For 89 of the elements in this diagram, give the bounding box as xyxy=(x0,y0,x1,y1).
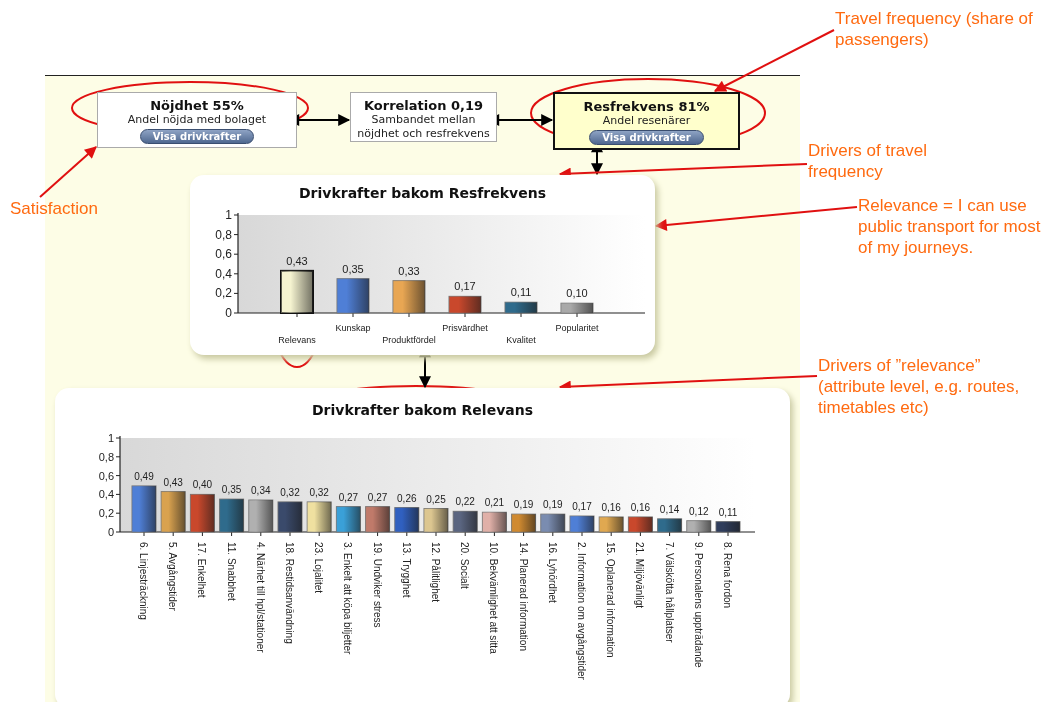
panel-title: Drivkrafter bakom Relevans xyxy=(311,402,534,418)
card-subtitle: Andel nöjda med bolaget xyxy=(127,113,267,127)
tick-label: 1 xyxy=(225,208,232,222)
card-title: Nöjdhet 55% xyxy=(150,98,244,113)
value-label: 0,25 xyxy=(426,493,446,505)
drivers-button: Visa drivkrafter xyxy=(139,129,255,144)
annotation-text: Satisfaction xyxy=(10,198,140,219)
value-label: 0,49 xyxy=(134,470,154,482)
panel-title: Drivkrafter bakom Resfrekvens xyxy=(299,185,546,201)
chart-panel xyxy=(190,175,655,355)
value-label: 0,43 xyxy=(163,476,183,488)
category-label: Kunskap xyxy=(335,323,371,333)
value-label: 0,26 xyxy=(397,492,417,504)
category-label: 9. Personalens uppträdande xyxy=(692,542,704,668)
arrow xyxy=(39,146,97,198)
value-label: 0,34 xyxy=(251,485,271,497)
value-label: 0,33 xyxy=(398,264,420,277)
tick-label: 0,8 xyxy=(215,227,232,242)
card-title: Korrelation 0,19 xyxy=(363,98,484,113)
category-label: 3. Enkelt att köpa biljetter xyxy=(342,542,354,655)
value-label: 0,22 xyxy=(455,496,475,508)
category-label: 19. Undviker stress xyxy=(371,542,383,628)
value-label: 0,16 xyxy=(630,501,651,513)
value-label: 0,16 xyxy=(601,501,621,513)
tick-label: 0 xyxy=(225,306,232,320)
value-label: 0,17 xyxy=(572,501,592,512)
annotation-text: Relevance = I can use public transport for most of my journeys. xyxy=(858,195,1058,258)
category-label: 11. Snabbhet xyxy=(225,542,237,601)
arrow xyxy=(654,206,858,231)
category-label: Relevans xyxy=(278,335,316,345)
value-label: 0,19 xyxy=(543,499,563,511)
category-label: 15. Oplanerad information xyxy=(605,542,617,658)
value-label: 0,11 xyxy=(718,506,738,518)
value-label: 0,12 xyxy=(689,505,709,517)
category-label: Produktfördel xyxy=(382,335,436,345)
card-subtitle: Andel resenärer xyxy=(602,114,691,128)
category-label: 6. Linjesträckning xyxy=(138,542,149,620)
metric-card xyxy=(350,92,497,142)
value-label: 0,21 xyxy=(484,497,505,509)
category-label: 12. Pålitlighet xyxy=(430,542,441,603)
category-label: 16. Lyhördhet xyxy=(546,542,558,603)
tick-label: 1 xyxy=(107,432,114,444)
value-label: 0,32 xyxy=(280,486,300,498)
category-label: 10. Bekvämlighet att sitta xyxy=(488,542,500,654)
card-title: Resfrekvens 81% xyxy=(583,99,710,114)
value-label: 0,27 xyxy=(338,491,359,503)
annotation-text: Drivers of ”relevance” (attribute level, e.g. routes, timetables etc) xyxy=(818,355,1043,418)
value-label: 0,43 xyxy=(286,254,308,267)
value-label: 0,32 xyxy=(309,486,329,498)
category-label: 20. Socialt xyxy=(459,542,471,589)
category-label: 7. Välskötta hållplatser xyxy=(663,542,675,643)
tick-label: 0,2 xyxy=(215,286,232,301)
value-label: 0,27 xyxy=(367,491,388,503)
metric-card xyxy=(97,92,297,148)
value-label: 0,14 xyxy=(659,503,680,515)
category-label: 21. Miljövänligt xyxy=(634,542,646,609)
category-label: 4. Närhet till hpl/stationer xyxy=(254,542,266,653)
category-label: Kvalitet xyxy=(506,335,536,345)
category-label: 5. Avgångstider xyxy=(167,542,179,611)
value-label: 0,35 xyxy=(342,262,364,275)
metric-card xyxy=(553,92,740,150)
category-label: 17. Enkelhet xyxy=(196,542,208,598)
card-subtitle: Sambandet mellan nöjdhet och resfrekvens xyxy=(357,113,490,141)
value-label: 0,19 xyxy=(513,499,534,511)
category-label: Prisvärdhet xyxy=(442,323,488,333)
tick-label: 0,4 xyxy=(98,488,114,501)
category-label: 8. Rena fordon xyxy=(722,542,733,609)
value-label: 0,35 xyxy=(221,484,242,496)
tick-label: 0,8 xyxy=(98,450,114,463)
category-label: 18. Restidsanvändning xyxy=(284,542,295,644)
tick-label: 0,4 xyxy=(215,266,232,281)
category-label: 14. Planerad information xyxy=(517,542,529,651)
tick-label: 0 xyxy=(107,526,114,538)
tick-label: 0,6 xyxy=(215,247,232,262)
category-label: 2. Information om avgångstider xyxy=(576,542,587,680)
chart-panel xyxy=(55,388,790,702)
value-label: 0,10 xyxy=(566,287,588,300)
category-label: 13. Trygghet xyxy=(400,542,412,598)
tick-label: 0,6 xyxy=(98,469,114,482)
tick-label: 0,2 xyxy=(98,507,114,520)
value-label: 0,17 xyxy=(454,280,476,293)
category-label: Popularitet xyxy=(555,323,599,333)
value-label: 0,40 xyxy=(192,479,213,491)
category-label: 23. Lojalitet xyxy=(313,542,325,594)
arrow xyxy=(713,29,835,92)
value-label: 0,11 xyxy=(510,286,532,299)
annotation-text: Travel frequency (share of passengers) xyxy=(835,8,1050,50)
annotation-text: Drivers of travel frequency xyxy=(808,140,958,182)
drivers-button: Visa drivkrafter xyxy=(589,130,704,145)
